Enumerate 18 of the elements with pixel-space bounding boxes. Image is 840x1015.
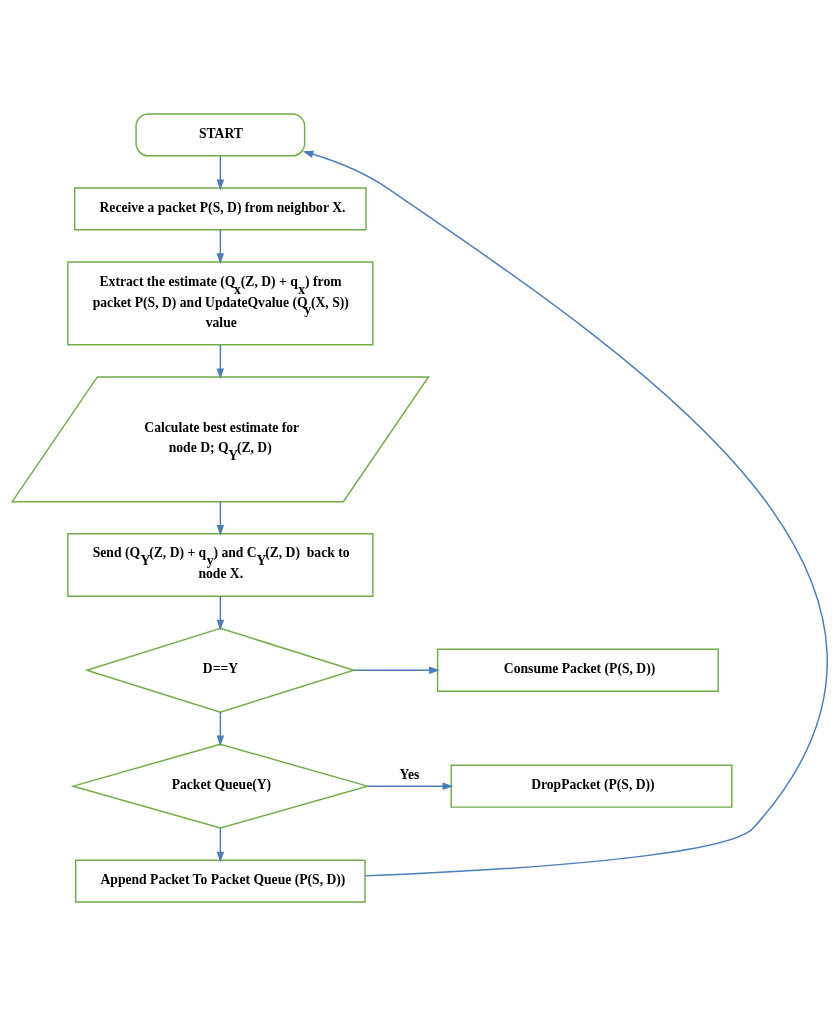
arrow: [216, 154, 225, 190]
arrow: [302, 150, 828, 877]
arrow: [216, 228, 225, 264]
edge-label: Yes: [399, 766, 420, 782]
arrow: [216, 343, 225, 379]
node-box: START: [135, 112, 306, 156]
arrow: [216, 595, 225, 631]
node-box: Consume Packet (P(S, D)): [436, 648, 719, 692]
node-box: Receive a packet P(S, D) from neighbor X.: [73, 186, 367, 231]
node-diamond: Packet Queue(Y): [70, 743, 371, 829]
node-box: DropPacket (P(S, D)): [450, 764, 733, 808]
node-box: Append Packet To Packet Queue (P(S, D)): [74, 859, 366, 903]
arrow: [216, 827, 225, 862]
node-diamond: D==Y: [84, 627, 357, 713]
arrow: [216, 500, 225, 536]
arrow: [366, 781, 454, 790]
arrow: [353, 665, 440, 674]
arrow: [216, 711, 225, 746]
